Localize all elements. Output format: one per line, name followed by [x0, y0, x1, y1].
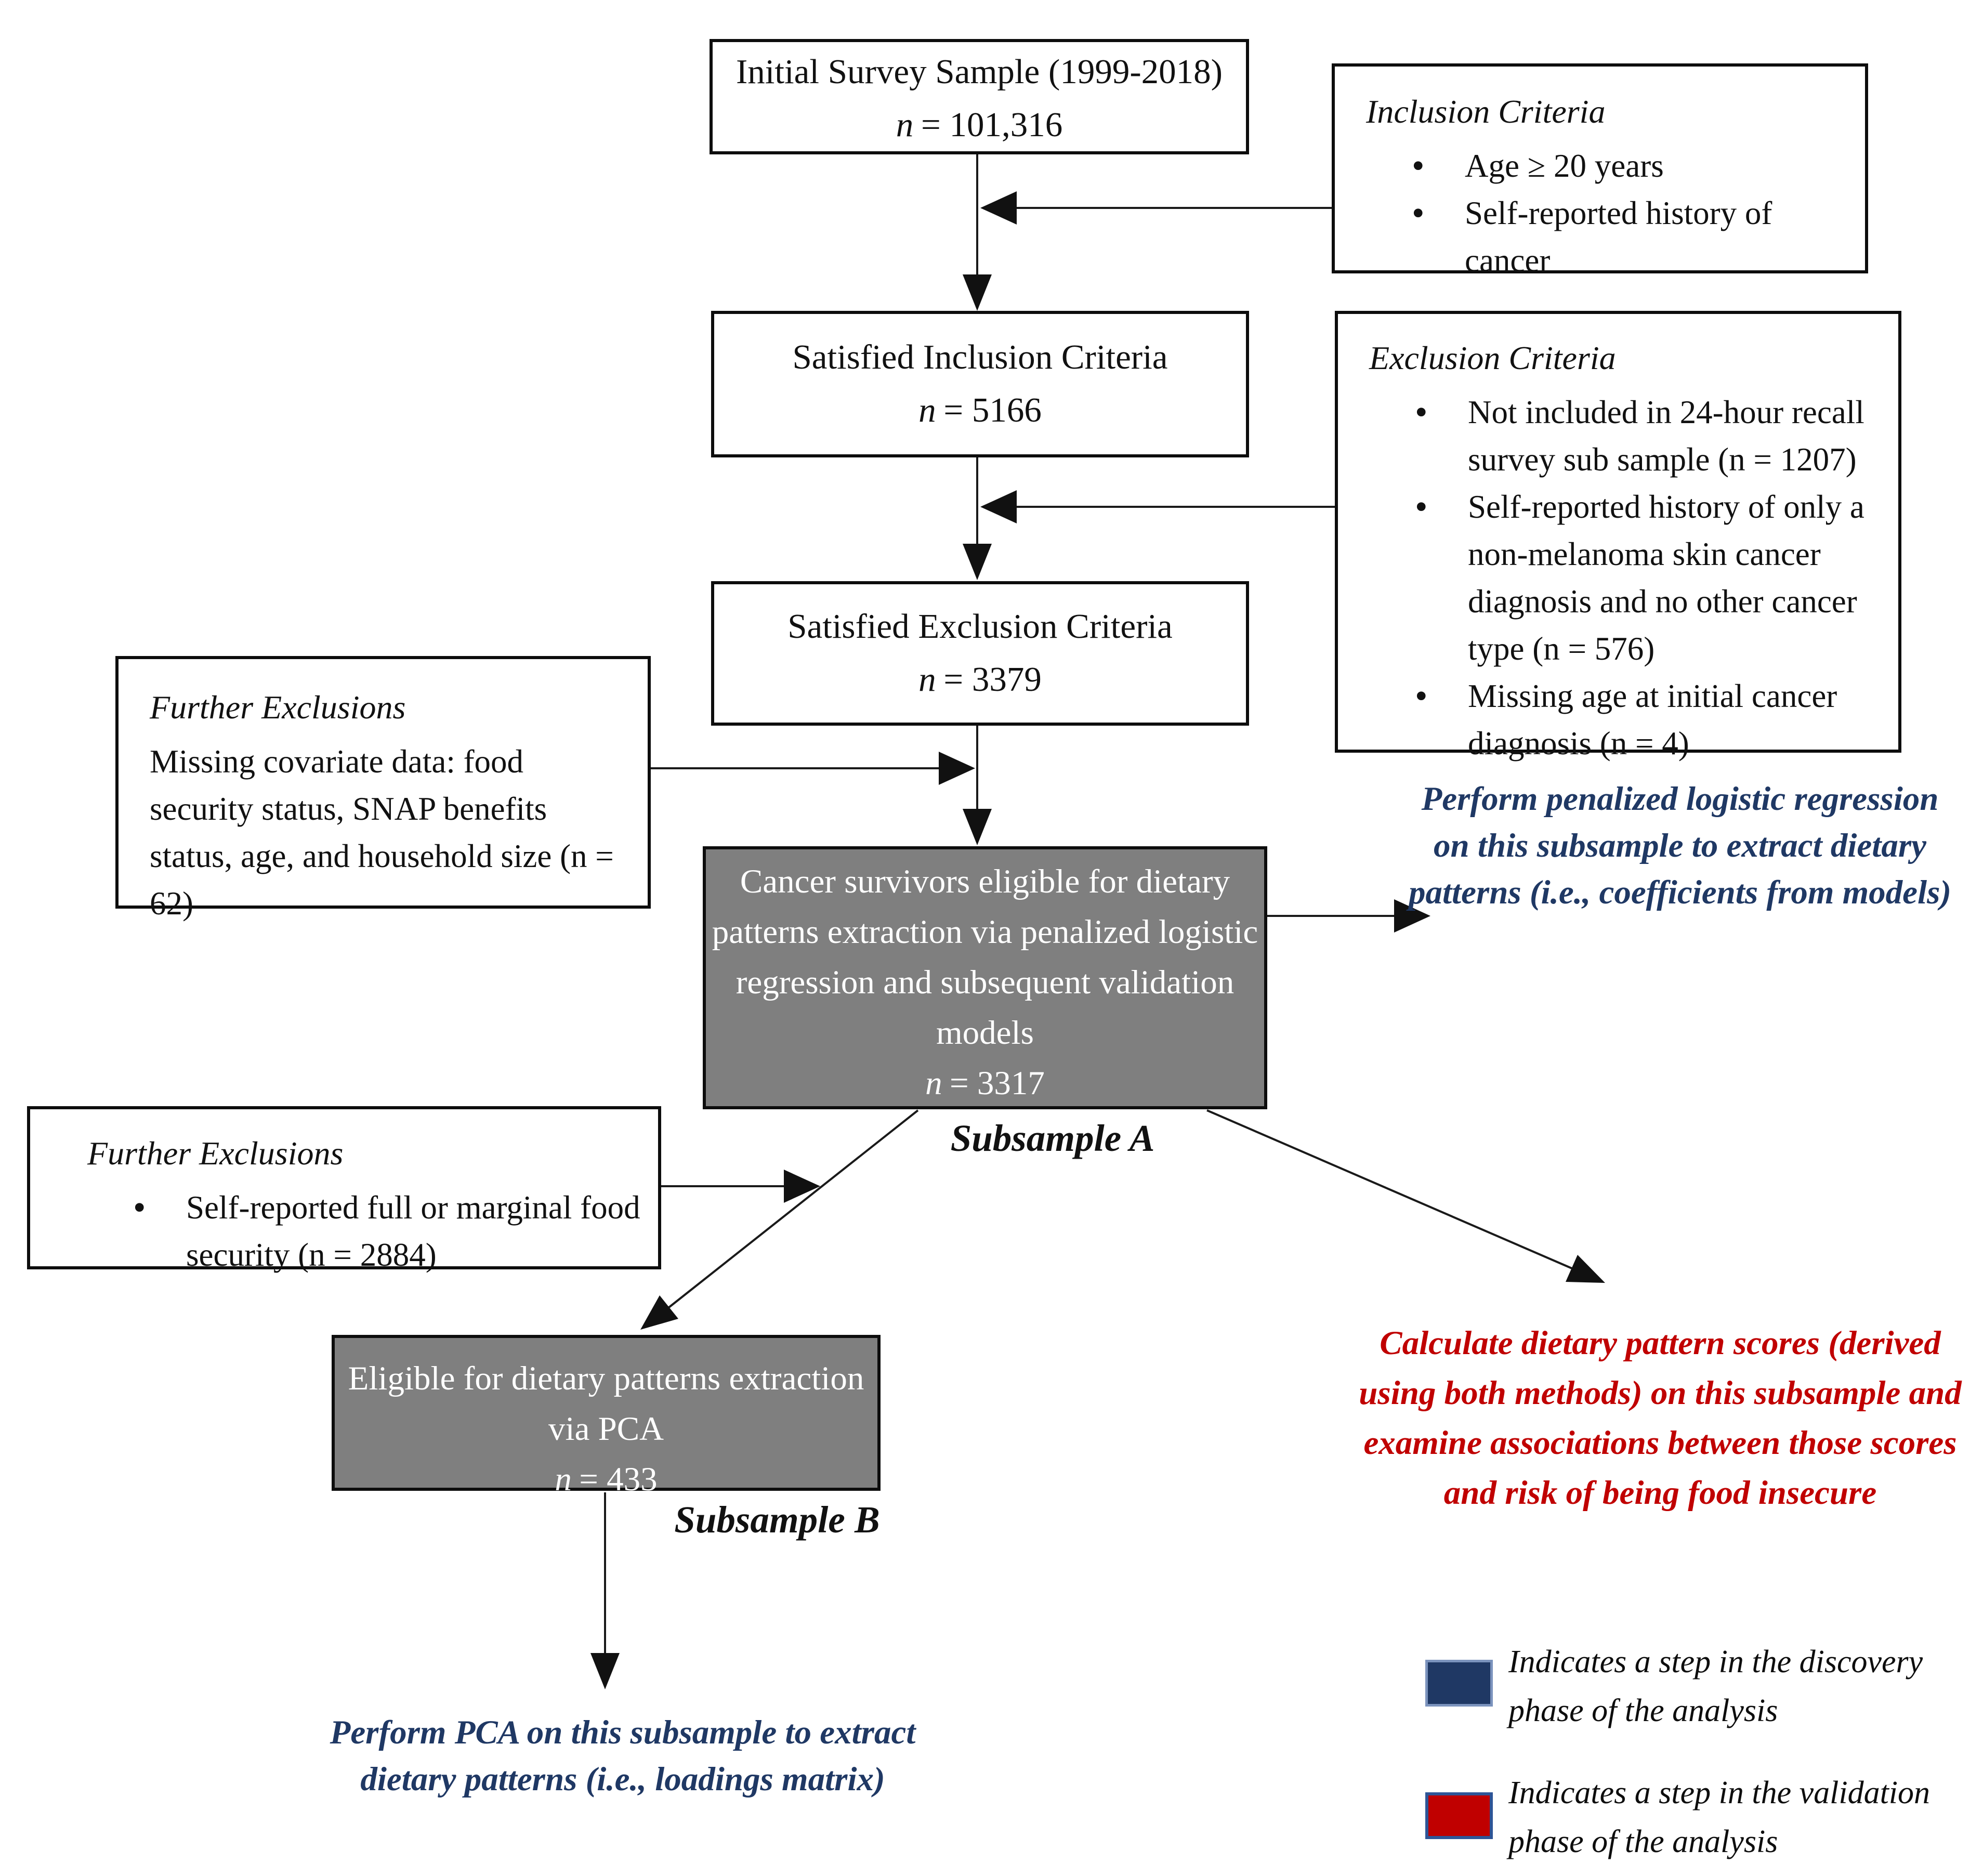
- arrowhead-left-inclusion: [980, 191, 1017, 225]
- subsample-b-description: Eligible for dietary patterns extraction…: [348, 1360, 864, 1448]
- subsample-b-label: Subsample B: [674, 1499, 880, 1541]
- arrowhead-down-gray-a: [963, 809, 992, 845]
- satisfied-exclusion-title: Satisfied Exclusion Criteria: [787, 607, 1173, 646]
- arrowhead-left-exclusion: [980, 490, 1017, 523]
- initial-sample-title: Initial Survey Sample (1999-2018): [736, 53, 1223, 91]
- subsample-a-count: n= 3317: [925, 1065, 1045, 1102]
- arrowhead-right-discovery-note: [1394, 899, 1430, 933]
- discovery-note-pca: Perform PCA on this subsample to extract…: [330, 1714, 916, 1798]
- inclusion-criteria-title: Inclusion Criteria: [1366, 93, 1606, 130]
- arrow-line-gray-a-to-validation-note: [1206, 1109, 1572, 1269]
- subsample-a-box: Cancer survivors eligible for dietary pa…: [703, 846, 1267, 1109]
- exclusion-bullet-recall: Not included in 24-hour recall survey su…: [1369, 389, 1888, 483]
- satisfied-exclusion-box: Satisfied Exclusion Criteria n= 3379: [711, 581, 1249, 726]
- satisfied-inclusion-count: n= 5166: [918, 391, 1042, 429]
- subsample-b-box: Eligible for dietary patterns extraction…: [332, 1335, 881, 1498]
- further-exclusions-2-list: Self-reported full or marginal food secu…: [87, 1184, 642, 1279]
- further-exclusions-2-title: Further Exclusions: [87, 1135, 344, 1172]
- subsample-b-count: n= 433: [555, 1461, 658, 1498]
- arrowhead-down-satisfied-exclusion: [963, 544, 992, 580]
- arrowhead-down-satisfied-inclusion: [963, 274, 992, 311]
- arrowhead-down-pca-note: [590, 1653, 620, 1689]
- exclusion-bullet-missing-age: Missing age at initial cancer diagnosis …: [1369, 673, 1888, 767]
- arrowhead-downleft-gray-b: [640, 1295, 678, 1330]
- exclusion-criteria-box: Exclusion Criteria Not included in 24-ho…: [1335, 311, 1901, 762]
- arrow-line-gray-a-to-gray-b: [668, 1109, 919, 1308]
- further-exclusions-1-title: Further Exclusions: [150, 689, 406, 726]
- arrowhead-right-furtherexcl2: [784, 1170, 820, 1203]
- arrowhead-right-furtherexcl1: [939, 752, 975, 785]
- subsample-a-description: Cancer survivors eligible for dietary pa…: [712, 863, 1258, 1052]
- exclusion-criteria-title: Exclusion Criteria: [1369, 339, 1616, 376]
- further-exclusions-covariate-box: Further Exclusions Missing covariate dat…: [115, 656, 651, 922]
- subsample-a-label: Subsample A: [950, 1117, 1155, 1159]
- inclusion-criteria-list: Age ≥ 20 years Self-reported history of …: [1366, 142, 1844, 284]
- legend-validation-text: Indicates a step in the validation phase…: [1508, 1775, 1931, 1859]
- inclusion-bullet-age: Age ≥ 20 years: [1366, 142, 1844, 190]
- legend-validation-swatch: [1425, 1792, 1493, 1839]
- initial-sample-box: Initial Survey Sample (1999-2018) n= 101…: [710, 39, 1249, 154]
- discovery-note-regression: Perform penalized logistic regression on…: [1408, 780, 1952, 911]
- further-exclusions-2-bullet: Self-reported full or marginal food secu…: [87, 1184, 642, 1279]
- initial-sample-count: n= 101,316: [896, 106, 1063, 144]
- further-exclusions-food-security-box: Further Exclusions Self-reported full or…: [27, 1106, 661, 1273]
- exclusion-criteria-list: Not included in 24-hour recall survey su…: [1369, 389, 1888, 767]
- legend-discovery-swatch: [1425, 1660, 1493, 1707]
- validation-note-scores: Calculate dietary pattern scores (derive…: [1359, 1324, 1962, 1512]
- legend-discovery-text: Indicates a step in the discovery phase …: [1508, 1644, 1923, 1728]
- further-exclusions-1-body: Missing covariate data: food security st…: [150, 743, 614, 922]
- satisfied-inclusion-title: Satisfied Inclusion Criteria: [792, 338, 1168, 376]
- satisfied-exclusion-count: n= 3379: [918, 660, 1042, 699]
- exclusion-bullet-skin-cancer: Self-reported history of only a non-mela…: [1369, 483, 1888, 673]
- arrowhead-downright-validation-note: [1566, 1255, 1605, 1283]
- inclusion-bullet-history: Self-reported history of cancer: [1366, 190, 1844, 284]
- satisfied-inclusion-box: Satisfied Inclusion Criteria n= 5166: [711, 311, 1249, 457]
- inclusion-criteria-box: Inclusion Criteria Age ≥ 20 years Self-r…: [1332, 63, 1868, 279]
